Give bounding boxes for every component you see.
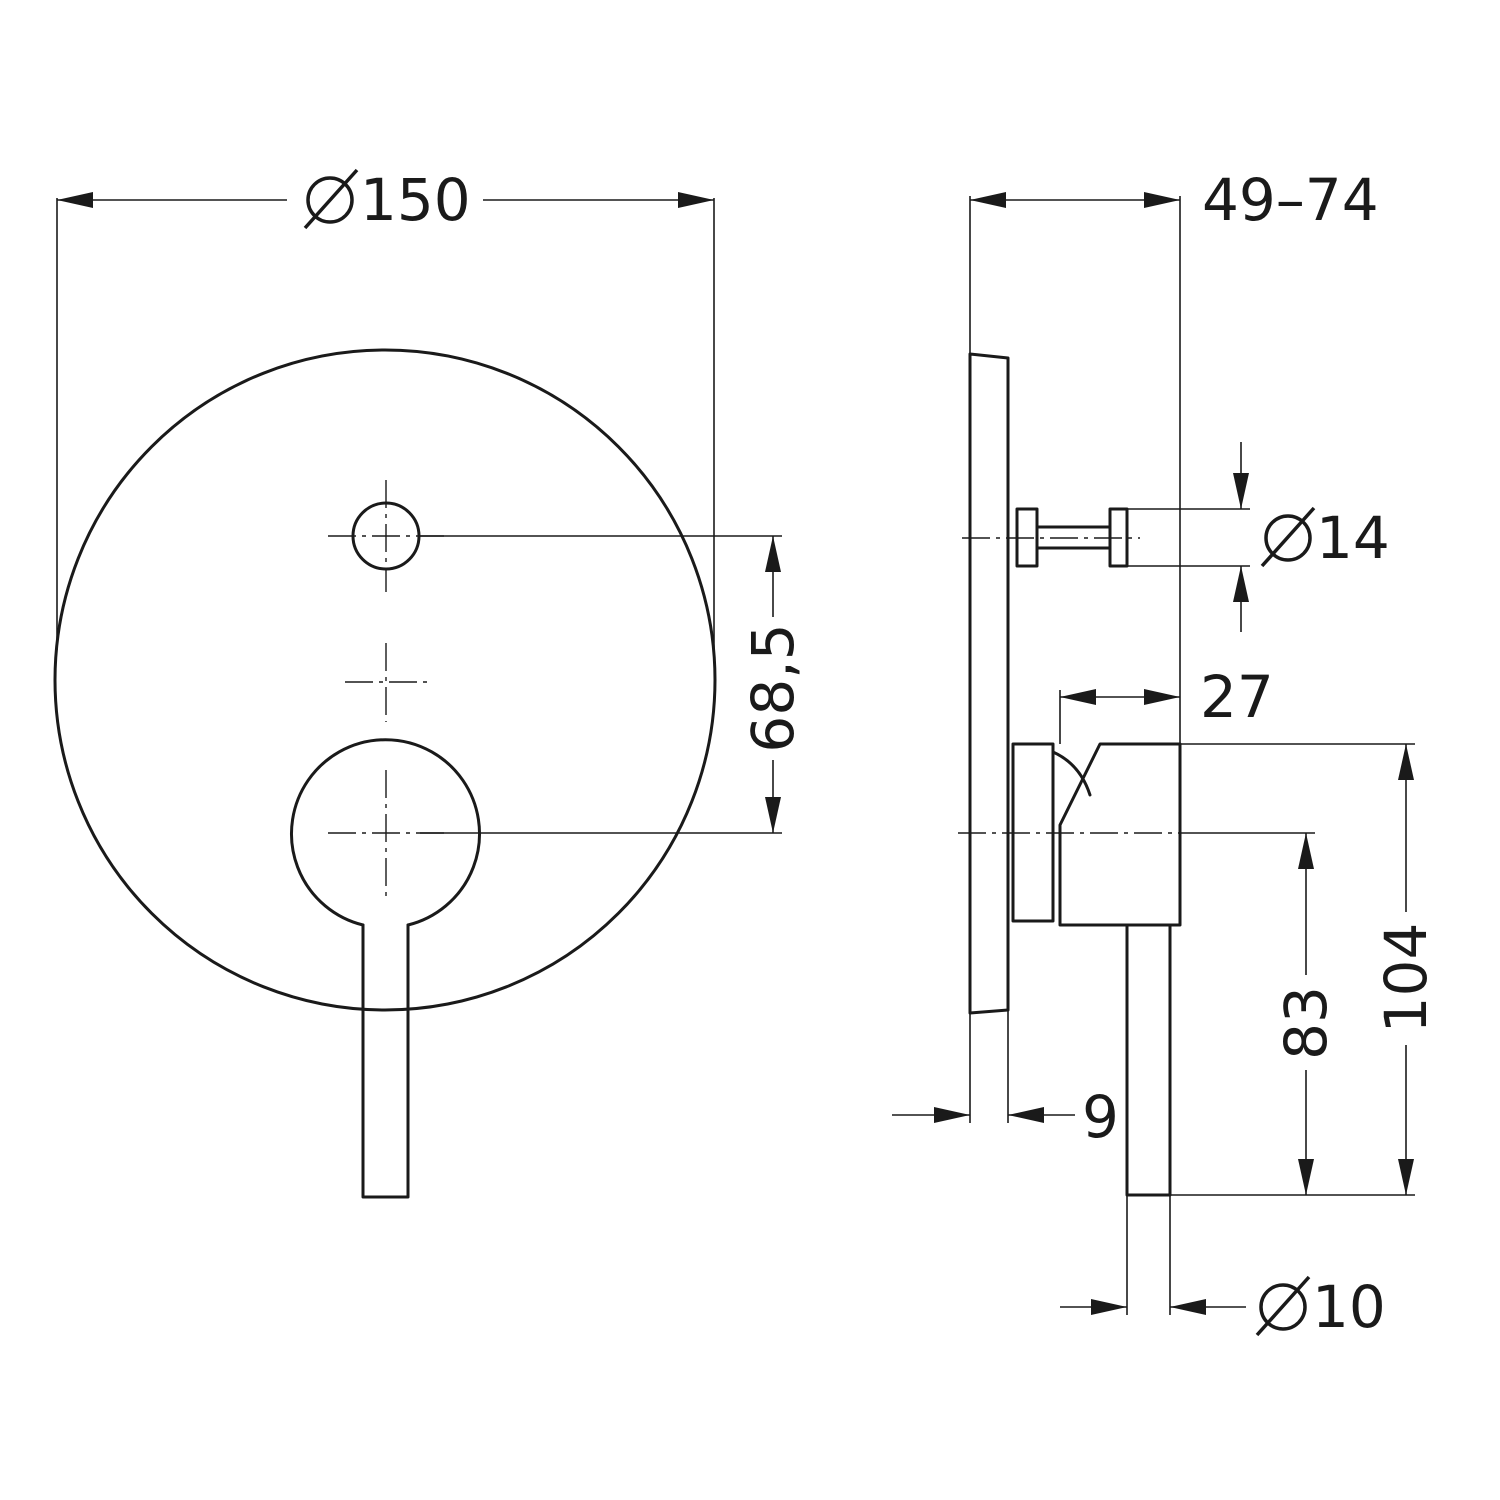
overall-height-value: 104 [1372, 923, 1440, 1034]
body-depth-dimension: 27 [1059, 663, 1274, 744]
spindle-diameter-dimension: 14 [1127, 442, 1390, 632]
handle-offset-value: 68,5 [739, 623, 807, 752]
depth-range-value: 49–74 [1202, 166, 1379, 234]
lever-height-value: 83 [1272, 986, 1340, 1060]
plate-diameter-value: 150 [360, 166, 471, 234]
front-view: 150 68,5 [53, 166, 807, 1199]
diameter-icon [303, 168, 359, 230]
depth-range-dimension: 49–74 [969, 166, 1379, 744]
plate-thickness-value: 9 [1082, 1083, 1119, 1151]
handle-offset-dimension: 68,5 [420, 535, 807, 834]
lever-diameter-value: 10 [1312, 1273, 1386, 1341]
side-centerlines [958, 537, 1190, 834]
body-depth-value: 27 [1200, 663, 1274, 731]
handle-hub-outline [290, 738, 481, 927]
diameter-icon [1255, 1275, 1311, 1337]
side-lever-outline [1125, 923, 1172, 1197]
lever-height-dimension: 83 [1190, 832, 1340, 1195]
spindle-diameter-value: 14 [1316, 504, 1390, 572]
diameter-icon [1260, 506, 1316, 568]
overall-height-dimension: 104 [1170, 743, 1440, 1196]
cover-plate-outline [53, 348, 717, 1012]
lever-diameter-dimension: 10 [1060, 1195, 1386, 1341]
side-view: 49–74 14 27 [892, 166, 1440, 1341]
mixer-body-outline [1011, 742, 1182, 927]
side-cover-plate-outline [968, 352, 1010, 1015]
plate-thickness-dimension: 9 [892, 1010, 1119, 1151]
plate-diameter-dimension: 150 [56, 166, 715, 650]
lever-outline [361, 923, 410, 1199]
